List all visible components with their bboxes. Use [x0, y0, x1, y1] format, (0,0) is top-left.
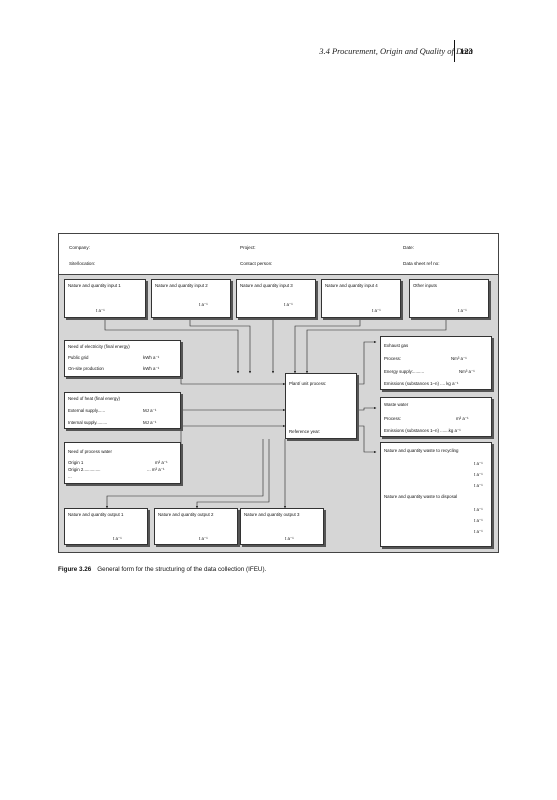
- input-box-4: Nature and quantity input 4 t a⁻¹: [321, 279, 401, 318]
- figure-label: Figure 3.26: [58, 566, 92, 573]
- output-box-2: Nature and quantity output 2 t a⁻¹: [154, 508, 238, 545]
- page-number: 123: [460, 46, 473, 56]
- date-field: Date:: [403, 245, 414, 250]
- input-box-3: Nature and quantity input 3 t a⁻¹: [236, 279, 316, 318]
- arrow-heat: [180, 408, 286, 412]
- flow-arrows: [104, 318, 447, 509]
- arrow-water: [180, 424, 286, 459]
- running-title: 3.4 Procurement, Origin and Quality of D…: [319, 46, 473, 56]
- exhaust-gas-box: Exhaust gas Process: Nm³ a⁻¹ Energy supp…: [380, 336, 492, 390]
- arrow-output1: [105, 439, 264, 509]
- company-field: Company:: [69, 245, 90, 250]
- data-collection-form: Company: Project: Date: Site/location: C…: [58, 233, 499, 553]
- input-box-1: Nature and quantity input 1 t a⁻¹: [64, 279, 146, 318]
- output-box-1: Nature and quantity output 1 t a⁻¹: [64, 508, 148, 545]
- arrow-electricity: [180, 352, 286, 386]
- input-box-2: Nature and quantity input 2 t a⁻¹: [151, 279, 231, 318]
- project-field: Project:: [240, 245, 256, 250]
- plant-unit-box: Plant/ unit process: Reference year:: [285, 373, 357, 439]
- output-box-3: Nature and quantity output 3 t a⁻¹: [240, 508, 324, 545]
- arrow-waste: [357, 425, 377, 454]
- input-box-other: Other inputs t a⁻¹: [409, 279, 489, 318]
- contact-field: Contact person:: [240, 261, 273, 266]
- arrow-input4: [293, 318, 361, 374]
- waste-box: Nature and quantity waste to recycling t…: [380, 442, 492, 547]
- data-sheet-field: Data sheet ref no:: [403, 261, 440, 266]
- arrow-input2: [189, 318, 252, 374]
- arrow-other-inputs: [305, 318, 447, 374]
- header-divider: [454, 40, 455, 62]
- arrow-input1: [104, 318, 240, 374]
- arrow-output2: [195, 439, 270, 509]
- waste-water-box: Waste water Process: m³ a⁻¹ Emissions (s…: [380, 397, 492, 437]
- form-header-fields: Company: Project: Date: Site/location: C…: [59, 234, 498, 275]
- process-water-box: Need of process water Origin 1 m³ a⁻¹ Or…: [64, 442, 181, 484]
- caption-text: General form for the structuring of the …: [97, 566, 267, 573]
- site-field: Site/location:: [69, 261, 96, 266]
- heat-box: Need of heat (final energy) External sup…: [64, 392, 181, 429]
- electricity-box: Need of electricity (final energy) Publi…: [64, 340, 181, 377]
- figure-caption: Figure 3.26 General form for the structur…: [58, 566, 266, 573]
- arrow-exhaust: [357, 340, 377, 385]
- arrow-wastewater: [357, 406, 377, 411]
